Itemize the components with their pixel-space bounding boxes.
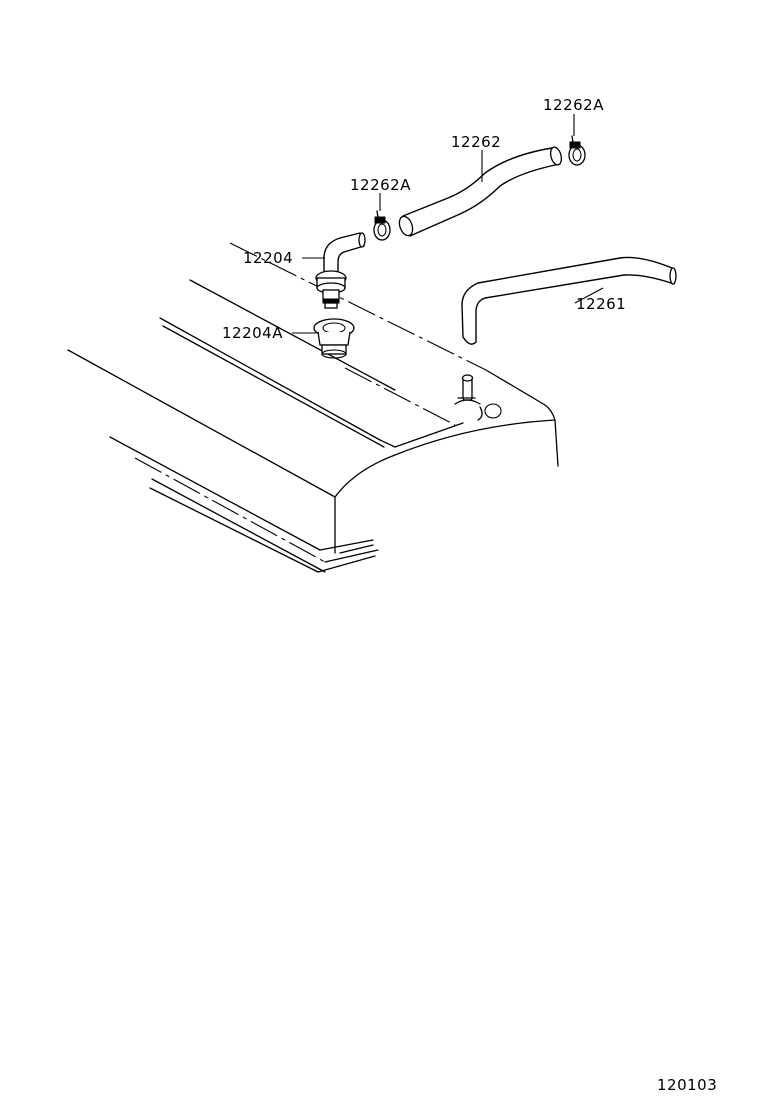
flange-corner-3	[317, 555, 376, 573]
cylinder-head-cover	[67, 242, 559, 573]
callout-hose-lower: 12261	[576, 295, 626, 313]
flange-dash-line	[134, 457, 326, 563]
hose-12262	[398, 146, 563, 237]
cover-front-edge	[67, 349, 336, 498]
flange-corner-4	[339, 544, 374, 554]
leader-lines	[292, 114, 604, 334]
clamp-left	[373, 210, 391, 241]
rib-end	[379, 439, 396, 448]
flange-line-2	[151, 478, 326, 573]
flange-corner-2	[324, 549, 379, 563]
leader-hose-lower	[574, 287, 604, 304]
callout-hose-upper: 12262	[451, 133, 501, 151]
rib-front	[394, 422, 464, 448]
callout-clamp-left: 12262A	[350, 176, 411, 194]
figure-number: 120103	[657, 1076, 717, 1094]
callout-clamp-right: 12262A	[543, 96, 604, 114]
pcv-valve	[315, 232, 366, 309]
rib-dash-line	[344, 367, 456, 426]
cover-back-right	[485, 369, 556, 421]
cover-top-curve	[334, 419, 556, 498]
hose-12261	[461, 256, 677, 345]
rib-edge-1	[159, 317, 381, 441]
flange-line-3	[149, 487, 319, 573]
grommet	[313, 318, 355, 359]
callout-grommet: 12204A	[222, 324, 283, 342]
flange-corner-1	[319, 539, 374, 551]
cover-centerline-back	[229, 242, 487, 371]
breather-port	[454, 374, 502, 421]
rib-upper-edge	[189, 279, 396, 391]
rib-edge-2	[162, 325, 385, 448]
cover-right-side	[554, 419, 559, 467]
callout-pcv-valve: 12204	[243, 249, 293, 267]
clamp-right	[568, 135, 586, 166]
flange-line-1	[109, 436, 321, 551]
